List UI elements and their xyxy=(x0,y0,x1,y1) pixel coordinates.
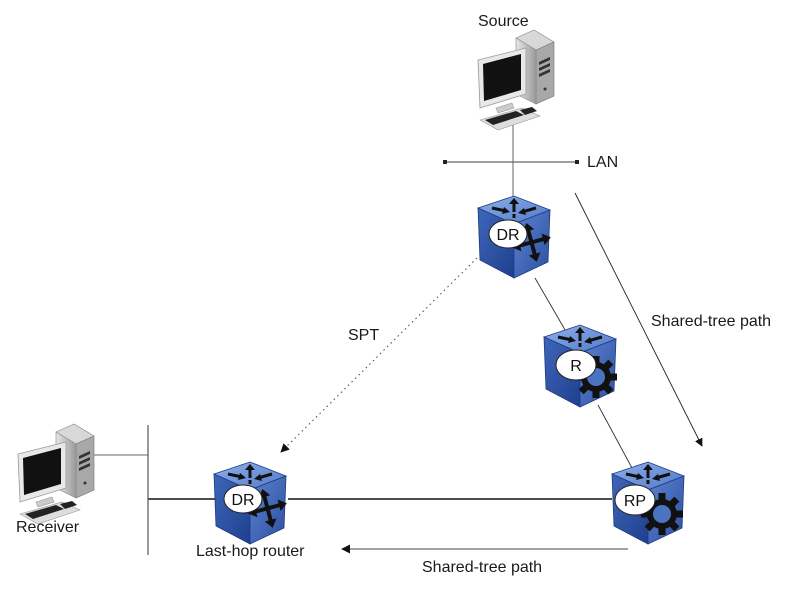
router-dr-source: DR xyxy=(476,194,559,280)
last-hop-router-label: Last-hop router xyxy=(196,543,305,560)
shared-tree-arrow-right xyxy=(574,192,703,447)
dr-badge xyxy=(488,219,528,249)
spt-arrow xyxy=(280,257,478,453)
link-dr-r xyxy=(534,277,569,336)
spt-label: SPT xyxy=(348,327,379,344)
r-badge-label: R xyxy=(570,358,582,375)
dr-badge-label: DR xyxy=(496,227,519,244)
flows xyxy=(280,192,703,554)
r-badge xyxy=(555,349,597,381)
source-computer xyxy=(477,29,555,131)
lan-end-left xyxy=(443,160,447,164)
dr-badge xyxy=(223,484,263,514)
lan-end-right xyxy=(575,160,579,164)
computer-icon xyxy=(477,29,555,131)
dr-badge-label: DR xyxy=(231,492,254,509)
lan-label: LAN xyxy=(587,154,618,171)
router-rp: RP xyxy=(610,460,686,546)
receiver-label: Receiver xyxy=(16,519,80,536)
computer-icon xyxy=(17,423,95,525)
source-label: Source xyxy=(478,13,529,30)
shared-tree-bottom-label: Shared-tree path xyxy=(422,559,542,576)
receiver-computer xyxy=(17,423,95,525)
router-dr-last-hop: DR xyxy=(212,460,295,546)
router-r: R xyxy=(542,323,618,409)
link-r-rp xyxy=(597,404,633,469)
shared-tree-right-label: Shared-tree path xyxy=(651,313,771,330)
rp-badge-label: RP xyxy=(624,493,646,510)
rp-badge xyxy=(614,484,656,516)
links xyxy=(92,115,633,555)
